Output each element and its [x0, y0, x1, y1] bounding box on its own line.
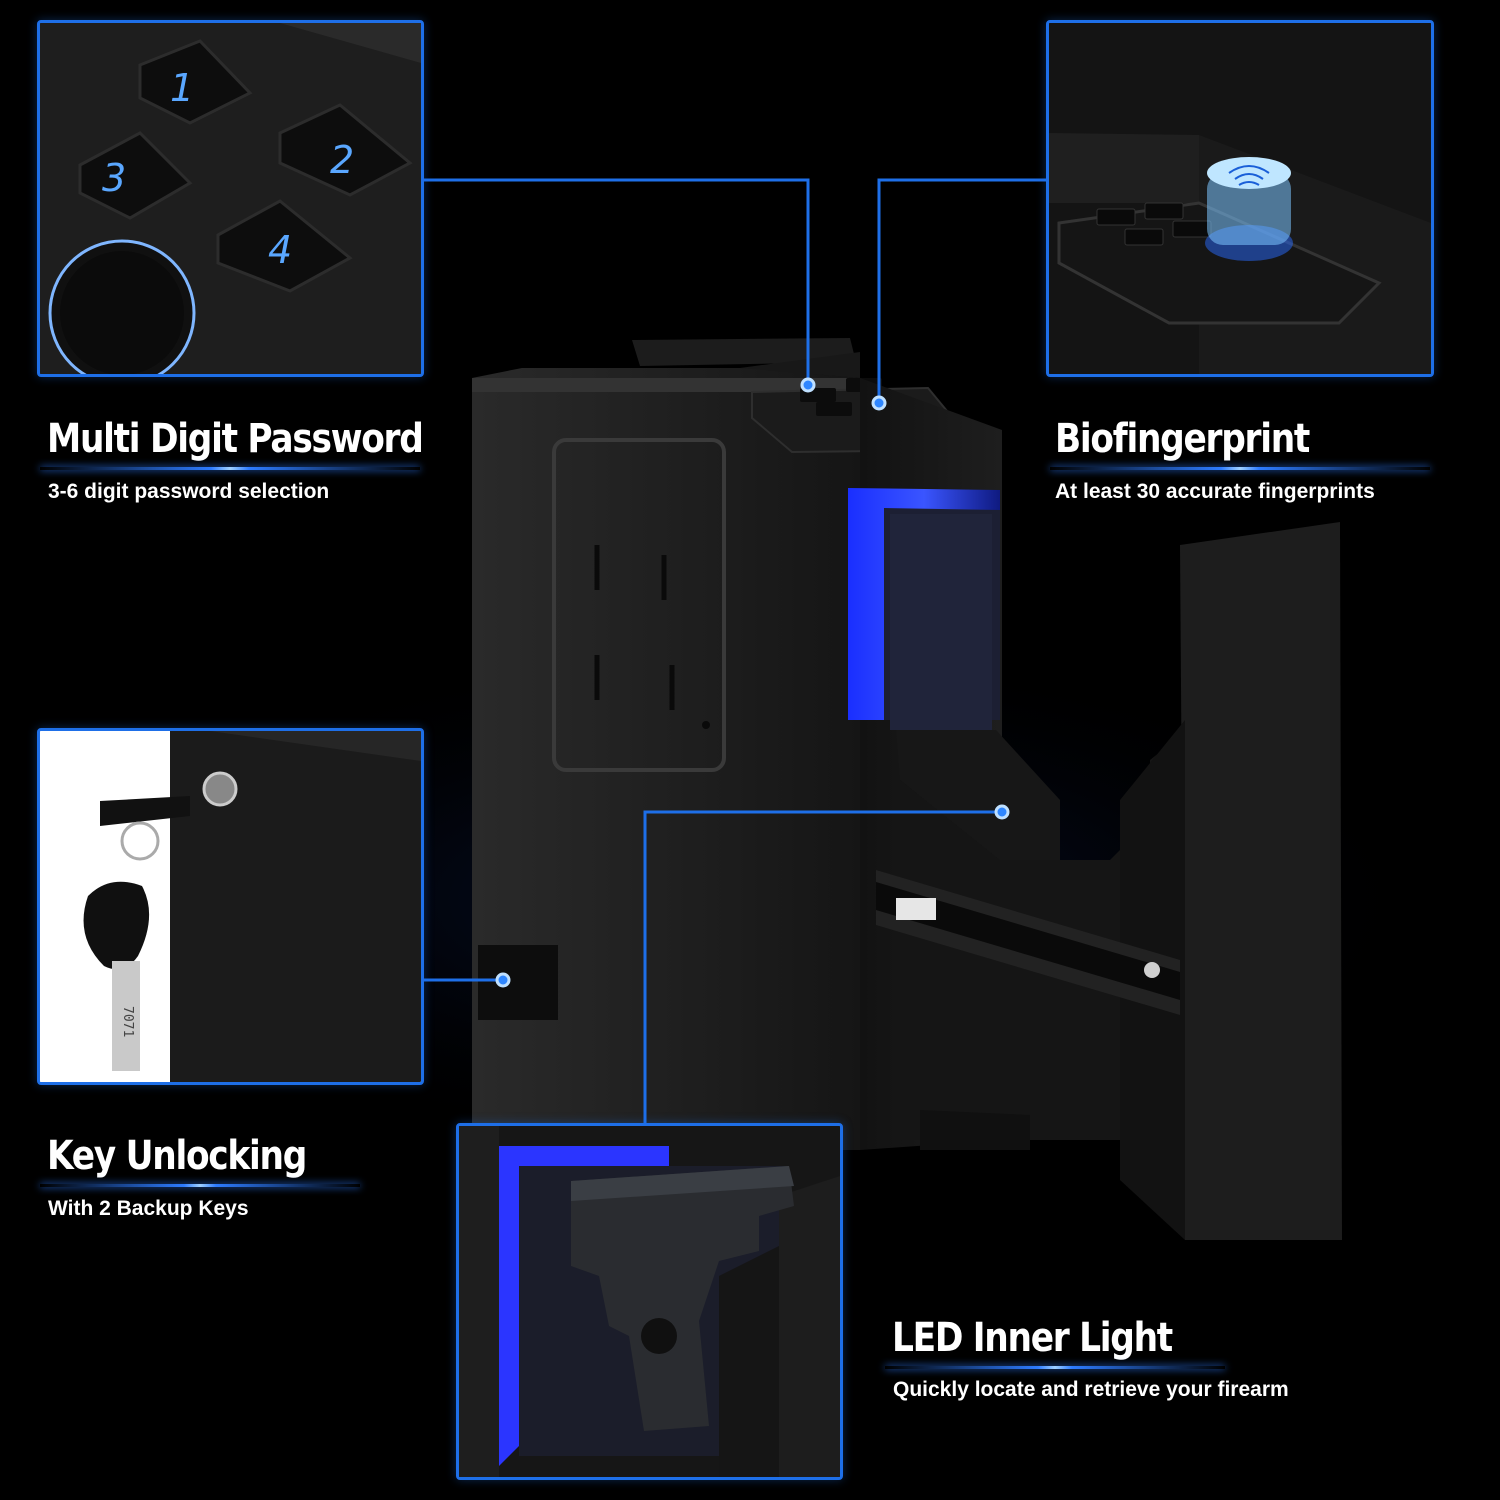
firearm-icon [571, 1166, 794, 1431]
feature-fingerprint-subtitle: At least 30 accurate fingerprints [1055, 480, 1375, 503]
feature-led-subtitle: Quickly locate and retrieve your firearm [893, 1378, 1289, 1401]
key-icon: 7071 [83, 796, 190, 1071]
keypad-closeup: 1 2 3 4 [40, 23, 421, 374]
lock-cylinder [202, 771, 238, 807]
fingerprint-icon [1205, 157, 1293, 261]
fingerprint-closeup-inset [1046, 20, 1434, 377]
svg-text:3: 3 [102, 156, 126, 200]
keypad-key-3: 3 [78, 131, 193, 220]
key-closeup-inset: 7071 [37, 728, 424, 1085]
feature-key-underline [40, 1184, 360, 1187]
callout-dots [495, 377, 1010, 988]
drawer [876, 522, 1342, 1240]
keypad-key-1: 1 [138, 39, 253, 125]
feature-led-underline [885, 1366, 1225, 1369]
feature-password-subtitle: 3-6 digit password selection [48, 480, 330, 503]
led-closeup [459, 1126, 840, 1477]
led-interior [848, 488, 1000, 730]
led-closeup-inset [456, 1123, 843, 1480]
feature-password-title: Multi Digit Password [47, 416, 424, 462]
svg-text:1: 1 [170, 66, 194, 110]
feature-key-subtitle: With 2 Backup Keys [48, 1197, 249, 1220]
callout-connectors [423, 178, 1048, 1125]
svg-text:2: 2 [330, 138, 354, 182]
fingerprint-sensor [48, 239, 196, 374]
key-closeup: 7071 [40, 731, 421, 1082]
safe-body [472, 338, 967, 1150]
feature-fingerprint-title: Biofingerprint [1055, 416, 1310, 462]
keypad-closeup-inset: 1 2 3 4 [37, 20, 424, 377]
feature-key-title: Key Unlocking [47, 1133, 307, 1179]
keypad-key-2: 2 [278, 103, 413, 197]
feature-password-underline [40, 467, 420, 470]
svg-text:4: 4 [268, 228, 292, 272]
feature-fingerprint-underline [1050, 467, 1430, 470]
svg-text:7071: 7071 [120, 1006, 135, 1037]
fingerprint-closeup [1049, 23, 1431, 374]
keypad-key-4: 4 [216, 199, 353, 293]
feature-led-title: LED Inner Light [892, 1315, 1173, 1361]
